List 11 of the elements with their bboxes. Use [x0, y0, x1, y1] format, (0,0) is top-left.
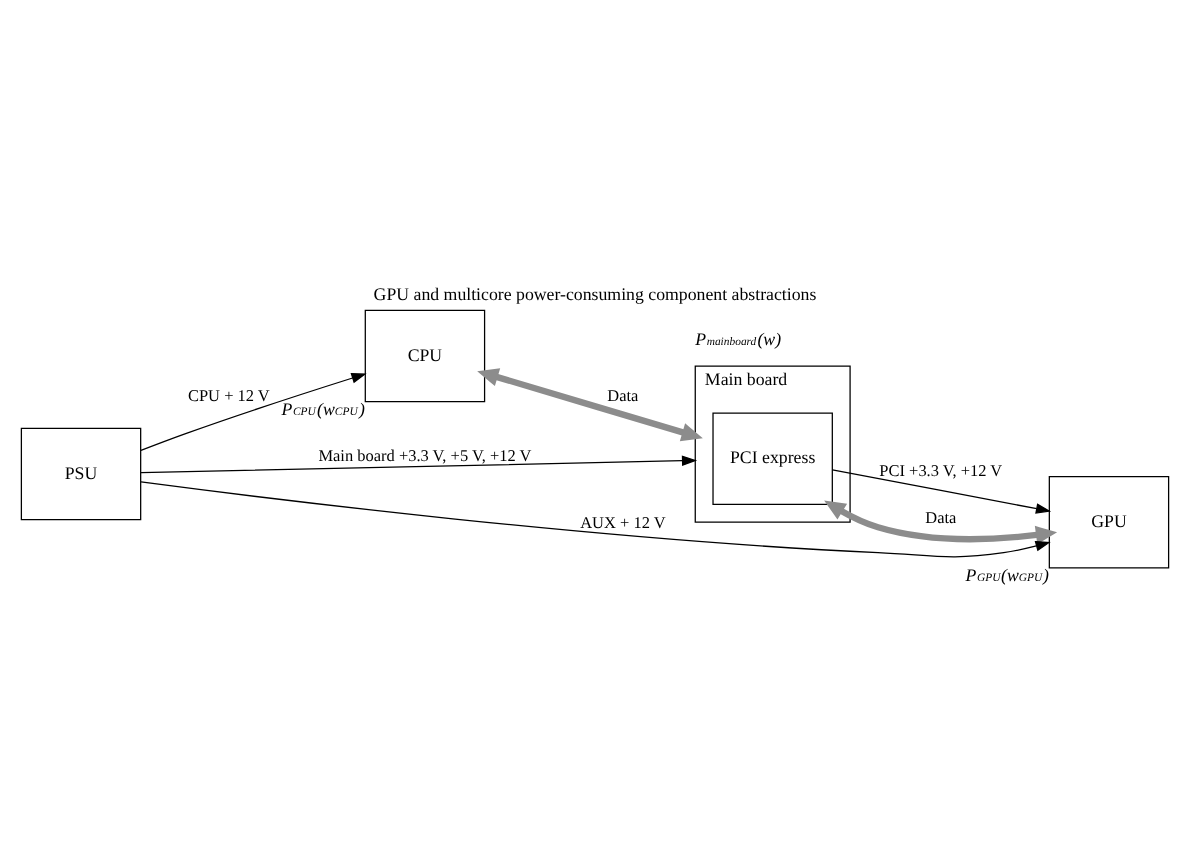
arrow: [140, 454, 698, 473]
arrow: [140, 480, 1051, 557]
node-box: GPU: [1048, 474, 1170, 568]
node-box: PCI express: [712, 411, 833, 505]
arrow: [824, 499, 1058, 544]
node-box: CPU: [364, 308, 486, 402]
diagram-title: GPU and multicore power-consuming component abstractions: [373, 283, 817, 304]
arrow: [831, 468, 1052, 513]
arrow: [140, 372, 367, 451]
node-box: PSU: [20, 426, 142, 520]
arrow: [477, 367, 703, 441]
